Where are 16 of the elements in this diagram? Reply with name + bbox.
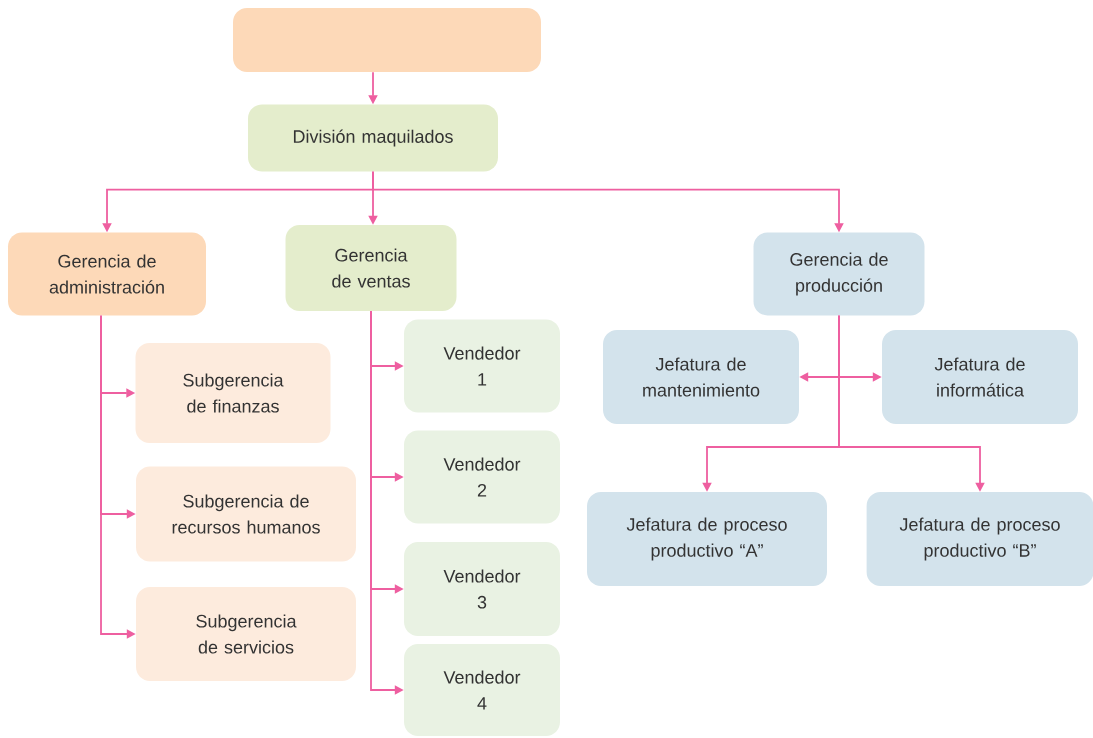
org-box: Subgerencia de recursos humanos bbox=[136, 466, 356, 562]
org-box: Gerencia de ventas bbox=[285, 225, 457, 311]
org-box: Gerencia de producción bbox=[753, 232, 925, 316]
org-box: Subgerencia de finanzas bbox=[135, 343, 331, 443]
org-box: Vendedor 3 bbox=[404, 542, 560, 636]
org-box bbox=[233, 8, 541, 72]
org-box: División maquilados bbox=[248, 104, 498, 172]
org-box: Subgerencia de servicios bbox=[136, 587, 356, 681]
org-box: Vendedor 1 bbox=[404, 319, 560, 413]
org-box: Jefatura de informática bbox=[882, 330, 1078, 424]
org-box: Jefatura de proceso productivo “B” bbox=[866, 492, 1093, 586]
org-box: Vendedor 2 bbox=[404, 430, 560, 524]
org-box: Jefatura de proceso productivo “A” bbox=[587, 492, 827, 586]
org-box: Vendedor 4 bbox=[404, 644, 560, 736]
org-box: Gerencia de administración bbox=[8, 232, 206, 316]
org-box: Jefatura de mantenimiento bbox=[603, 330, 799, 424]
